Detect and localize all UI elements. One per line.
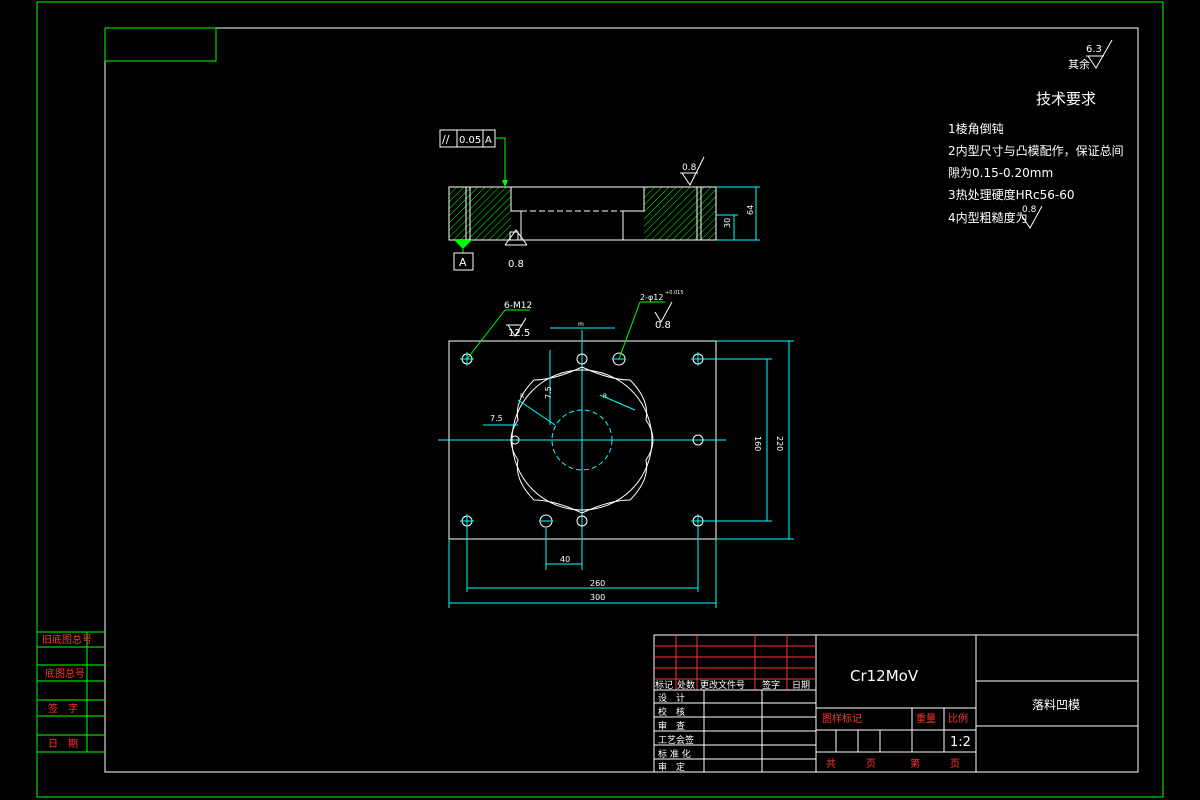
tech-req-item-4: 3热处理硬度HRc56-60	[948, 187, 1074, 202]
left-strip-row-3: 签 字	[48, 702, 78, 715]
role-standard: 标 准 化	[658, 748, 691, 760]
tolerance-value: 0.05	[459, 135, 481, 146]
cavity-outer-circle	[511, 369, 653, 511]
role-review: 审 查	[658, 720, 685, 732]
top-roughness-symbol	[681, 156, 705, 186]
plan-view: 6-M12 12.5 2-φ12 +0.015 0.8 7.5 7.5 m R …	[438, 290, 794, 608]
hole-top-center	[576, 353, 588, 365]
dim-radius-right: R	[603, 393, 607, 400]
hole-bottom-center	[576, 515, 588, 527]
role-process: 工艺会签	[658, 734, 694, 746]
left-strip-row-2: 底图总号	[45, 667, 85, 680]
dim-220: 220	[775, 436, 784, 451]
outer-frame	[36, 1, 1164, 798]
change-header-count: 处数	[677, 679, 695, 691]
technical-requirements: 技术要求 1棱角倒钝 2内型尺寸与凸模配作，保证总间 隙为0.15-0.20mm…	[948, 90, 1124, 229]
cavity-lobed-outline	[510, 366, 654, 514]
top-roughness-value: 0.8	[682, 163, 697, 173]
sheet-number: 第 页	[910, 757, 960, 770]
tolerance-datum: A	[485, 135, 492, 146]
change-header-mark: 标记	[655, 679, 673, 691]
section-outline	[448, 186, 717, 241]
datum-triangle	[454, 240, 472, 249]
tech-req-item-5: 4内型粗糙度为	[948, 210, 1028, 225]
thread-roughness: 12.5	[508, 328, 530, 339]
datum-box	[453, 252, 474, 271]
inner-frame	[104, 27, 1139, 773]
weight-header: 重量	[916, 712, 936, 725]
tech-req-item-1: 1棱角倒钝	[948, 121, 1004, 136]
change-header-date: 日期	[792, 680, 810, 691]
cavity-inner-circle	[551, 409, 613, 471]
change-header-doc: 更改文件号	[700, 679, 745, 691]
change-header-sign: 签字	[762, 679, 780, 691]
mark-header: 图样标记	[822, 712, 862, 725]
role-check: 校 核	[658, 706, 685, 718]
dim-7-5-left: 7.5	[490, 414, 503, 423]
corner-box	[104, 27, 217, 62]
pin-tolerance: +0.015	[665, 290, 684, 296]
scale-value: 1:2	[950, 735, 971, 750]
bottom-roughness-value: 0.8	[508, 259, 524, 270]
sheets-total: 共 页	[826, 758, 876, 770]
section-hatch-left	[449, 187, 511, 240]
section-cavity	[521, 211, 623, 240]
section-recess	[511, 187, 644, 211]
tech-req-item-3: 隙为0.15-0.20mm	[948, 166, 1053, 180]
dim-160: 160	[753, 436, 762, 451]
dim-40: 40	[560, 555, 570, 564]
surface-finish-symbol	[1087, 39, 1113, 69]
role-approve: 审 定	[658, 761, 685, 773]
dim-top-small: m	[578, 321, 584, 328]
drawing-name: 落料凹模	[1032, 698, 1080, 712]
dim-height-lower: 30	[723, 218, 732, 228]
datum-label: A	[459, 256, 467, 269]
section-hatch-right	[644, 187, 716, 240]
tolerance-symbol: //	[442, 133, 450, 146]
title-block: 标记 处数 更改文件号 签字 日期 设 计 校 核 审 查 工艺会签 标 准 化…	[653, 634, 1139, 773]
bottom-roughness-symbol	[504, 229, 528, 246]
dim-7-5-top: 7.5	[544, 386, 553, 399]
tech-req-roughness-value: 0.8	[1022, 205, 1037, 215]
dim-300: 300	[590, 593, 605, 602]
surface-finish-value: 6.3	[1086, 44, 1102, 55]
material-label: Cr12MoV	[850, 667, 919, 685]
role-design: 设 计	[658, 692, 685, 704]
left-strip-row-1: 旧底图总号	[42, 633, 92, 646]
section-view: 64 30 // 0.05 A A 0.8 0.8	[439, 129, 760, 271]
surface-finish-label: 其余	[1068, 57, 1090, 71]
thread-callout: 6-M12	[504, 301, 532, 311]
surface-finish-note: 6.3 其余	[1068, 39, 1113, 71]
scale-header: 比例	[948, 712, 968, 725]
dim-260: 260	[590, 579, 605, 588]
pin-roughness: 0.8	[655, 320, 671, 331]
tech-req-item-2: 2内型尺寸与凸模配作，保证总间	[948, 144, 1124, 158]
dim-height-total: 64	[746, 205, 755, 215]
tech-req-roughness-symbol	[1021, 205, 1043, 229]
hole-mid-right	[692, 434, 704, 446]
left-strip-row-4: 日 期	[48, 738, 78, 750]
left-strip: 旧底图总号 底图总号 签 字 日 期	[37, 631, 105, 753]
dim-radius-left: R	[520, 393, 524, 400]
tech-req-title: 技术要求	[1036, 90, 1096, 108]
pin-callout: 2-φ12	[640, 293, 663, 302]
